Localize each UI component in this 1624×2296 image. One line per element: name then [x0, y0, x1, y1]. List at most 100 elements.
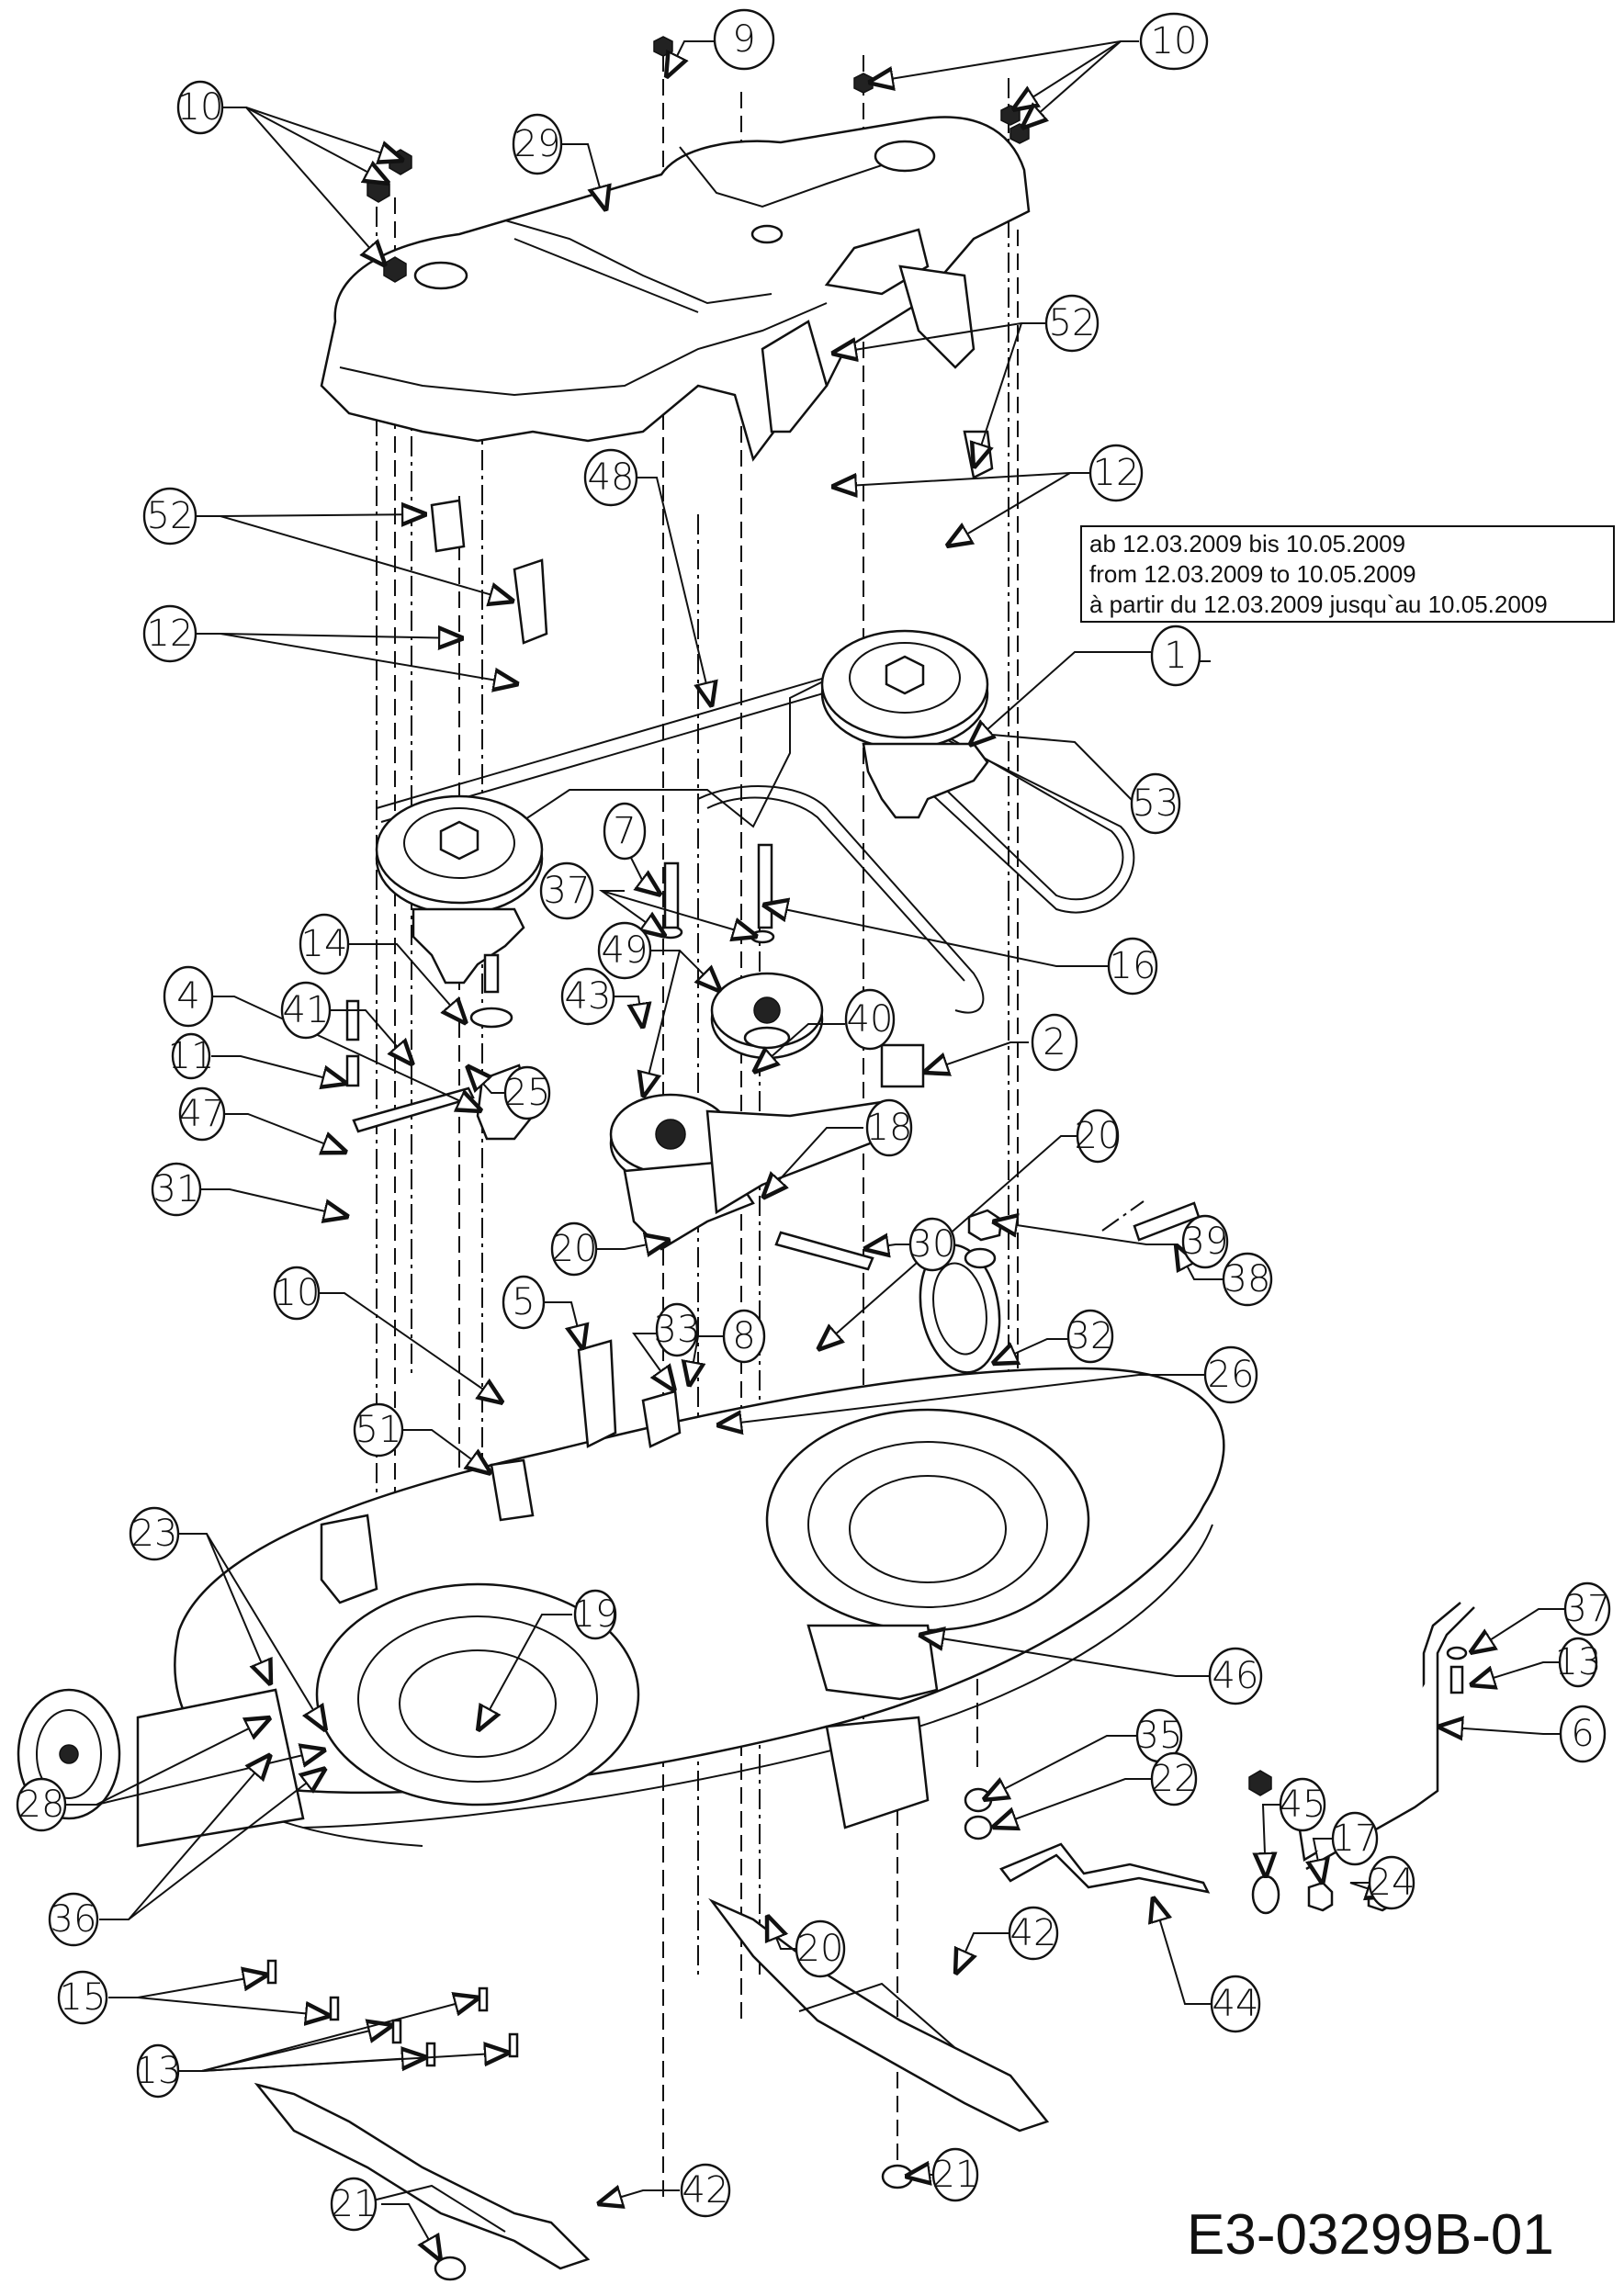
svg-text:51: 51 [355, 1409, 402, 1451]
callout-25[interactable]: 25 [504, 1065, 551, 1120]
callout-8[interactable]: 8 [722, 1309, 766, 1364]
svg-text:45: 45 [1280, 1784, 1326, 1826]
callout-37[interactable]: 37 [1564, 1581, 1611, 1637]
callout-bubbles: 9 10 10 10 29 52 52 12 12 1 48 53 7 16 3… [16, 8, 1611, 2232]
callout-39[interactable]: 39 [1182, 1214, 1229, 1269]
callout-4[interactable]: 4 [163, 965, 214, 1028]
svg-text:43: 43 [565, 975, 612, 1018]
callout-11[interactable]: 11 [168, 1032, 215, 1080]
svg-text:6: 6 [1571, 1713, 1594, 1755]
svg-text:12: 12 [147, 613, 194, 655]
svg-text:42: 42 [682, 2169, 729, 2212]
callout-48[interactable]: 48 [583, 448, 638, 507]
callout-20[interactable]: 20 [795, 1919, 846, 1978]
svg-text:24: 24 [1369, 1862, 1415, 1904]
svg-text:37: 37 [1564, 1588, 1611, 1630]
callout-15[interactable]: 15 [57, 1970, 108, 2025]
svg-text:4: 4 [176, 975, 199, 1018]
callout-44[interactable]: 44 [1210, 1975, 1261, 2033]
svg-text:37: 37 [544, 870, 591, 912]
callout-10[interactable]: 10 [177, 80, 224, 135]
svg-text:21: 21 [932, 2154, 979, 2196]
left-spindle-pulley [375, 794, 544, 985]
callout-1[interactable]: 1 [1150, 625, 1201, 687]
callout-16[interactable]: 16 [1107, 937, 1158, 996]
svg-text:52: 52 [147, 495, 194, 537]
svg-text:2: 2 [1043, 1021, 1066, 1064]
callout-26[interactable]: 26 [1203, 1345, 1258, 1404]
callout-38[interactable]: 38 [1222, 1252, 1273, 1307]
callout-31[interactable]: 31 [151, 1162, 202, 1217]
svg-text:32: 32 [1067, 1315, 1114, 1357]
callout-23[interactable]: 23 [129, 1506, 180, 1561]
callout-49[interactable]: 49 [597, 921, 652, 980]
svg-text:20: 20 [797, 1928, 844, 1970]
svg-text:44: 44 [1212, 1983, 1259, 2025]
svg-text:12: 12 [1093, 452, 1140, 494]
callout-21[interactable]: 21 [932, 2147, 979, 2202]
callout-37[interactable]: 37 [539, 861, 594, 920]
callout-41[interactable]: 41 [280, 981, 332, 1040]
svg-text:52: 52 [1049, 302, 1096, 344]
callout-24[interactable]: 24 [1369, 1855, 1415, 1910]
callout-47[interactable]: 47 [179, 1086, 226, 1142]
callout-42[interactable]: 42 [1008, 1906, 1059, 1961]
callout-12[interactable]: 12 [142, 604, 197, 663]
svg-text:15: 15 [60, 1976, 107, 2019]
svg-text:11: 11 [168, 1035, 215, 1077]
svg-text:30: 30 [909, 1223, 956, 1266]
svg-text:25: 25 [504, 1072, 551, 1114]
callout-13[interactable]: 13 [1555, 1637, 1602, 1688]
callout-14[interactable]: 14 [299, 913, 350, 975]
hardware-top [367, 36, 1030, 1050]
callout-5[interactable]: 5 [502, 1275, 546, 1330]
callout-20[interactable]: 20 [1075, 1109, 1122, 1164]
svg-text:20: 20 [1075, 1115, 1122, 1157]
svg-text:5: 5 [512, 1281, 535, 1323]
callout-13[interactable]: 13 [135, 2043, 182, 2099]
callout-18[interactable]: 18 [866, 1098, 913, 1157]
callout-17[interactable]: 17 [1332, 1811, 1379, 1866]
callout-32[interactable]: 32 [1067, 1309, 1114, 1364]
callout-21[interactable]: 21 [331, 2177, 378, 2232]
right-spindle-pulley [820, 629, 989, 819]
callout-9[interactable]: 9 [713, 8, 775, 71]
svg-text:13: 13 [135, 2050, 182, 2092]
validity-note-french: à partir du 12.03.2009 jusqu`au 10.05.20… [1089, 591, 1548, 618]
callout-45[interactable]: 45 [1280, 1777, 1326, 1832]
svg-text:20: 20 [551, 1228, 598, 1270]
callout-43[interactable]: 43 [560, 967, 615, 1026]
callout-10[interactable]: 10 [1139, 12, 1209, 71]
callout-51[interactable]: 51 [353, 1402, 404, 1458]
drawing-id: E3-03299B-01 [1187, 2203, 1554, 2267]
svg-text:26: 26 [1208, 1354, 1255, 1396]
mower-blades [254, 1897, 1050, 2281]
callout-2[interactable]: 2 [1031, 1013, 1078, 1072]
callout-28[interactable]: 28 [16, 1777, 67, 1832]
svg-text:22: 22 [1151, 1758, 1198, 1800]
callout-36[interactable]: 36 [48, 1892, 99, 1947]
svg-text:16: 16 [1110, 945, 1156, 987]
deck-lift-brackets [490, 1339, 682, 1522]
callout-20[interactable]: 20 [551, 1221, 598, 1277]
callout-35[interactable]: 35 [1136, 1708, 1183, 1763]
callout-53[interactable]: 53 [1130, 772, 1181, 835]
validity-note-english: from 12.03.2009 to 10.05.2009 [1089, 560, 1416, 588]
callout-22[interactable]: 22 [1151, 1751, 1198, 1806]
svg-text:10: 10 [274, 1272, 321, 1314]
callout-12[interactable]: 12 [1088, 444, 1144, 502]
callout-19[interactable]: 19 [572, 1589, 619, 1640]
callout-7[interactable]: 7 [603, 802, 647, 861]
validity-note-box: ab 12.03.2009 bis 10.05.2009 from 12.03.… [1080, 525, 1615, 623]
callout-6[interactable]: 6 [1559, 1705, 1607, 1763]
callout-40[interactable]: 40 [844, 988, 896, 1051]
callout-42[interactable]: 42 [680, 2163, 731, 2218]
callout-46[interactable]: 46 [1208, 1647, 1263, 1705]
callout-52[interactable]: 52 [142, 487, 197, 546]
callout-33[interactable]: 33 [654, 1302, 701, 1357]
callout-10[interactable]: 10 [274, 1266, 321, 1321]
callout-30[interactable]: 30 [909, 1217, 956, 1272]
callout-52[interactable]: 52 [1044, 294, 1100, 353]
callout-29[interactable]: 29 [512, 113, 563, 175]
svg-text:8: 8 [732, 1315, 755, 1357]
